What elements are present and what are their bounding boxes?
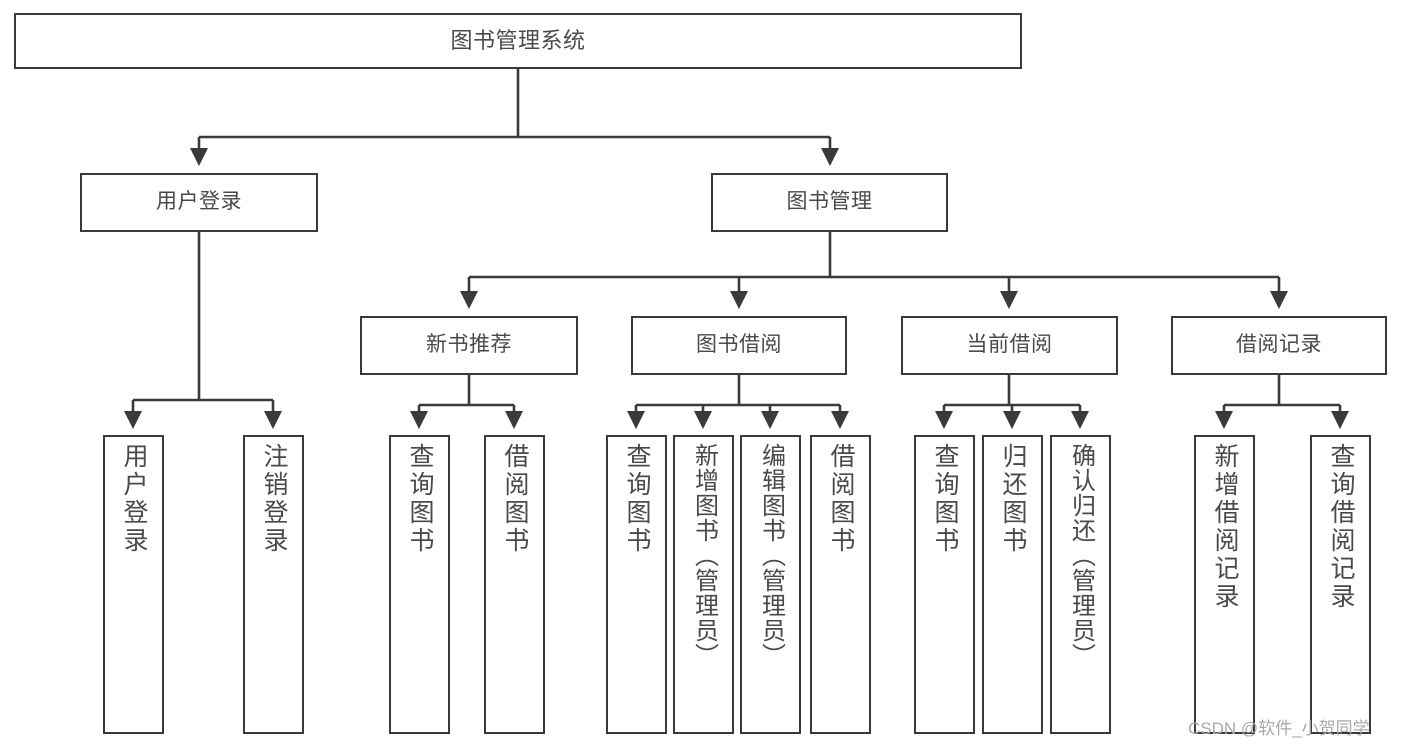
node-current-borrow[interactable]: 当前借阅 [901, 316, 1118, 375]
node-leaf-edit-book-label: 编辑图书（管理员） [757, 443, 785, 668]
node-book-manage-label: 图书管理 [786, 190, 873, 214]
node-leaf-query-book-rec[interactable]: 查询图书 [389, 435, 450, 734]
node-leaf-user-logout[interactable]: 注销登录 [243, 435, 304, 734]
node-user-login[interactable]: 用户登录 [80, 173, 318, 232]
node-leaf-query-book-rec-label: 查询图书 [406, 443, 434, 555]
node-new-book-rec[interactable]: 新书推荐 [360, 316, 578, 375]
node-leaf-edit-book[interactable]: 编辑图书（管理员） [740, 435, 801, 734]
node-leaf-query-record[interactable]: 查询借阅记录 [1310, 435, 1371, 734]
node-leaf-query-book-cur-label: 查询图书 [931, 443, 959, 555]
node-current-borrow-label: 当前借阅 [966, 333, 1053, 357]
node-leaf-query-book-label: 查询图书 [623, 443, 651, 555]
node-leaf-user-login[interactable]: 用户登录 [103, 435, 164, 734]
node-leaf-add-record[interactable]: 新增借阅记录 [1194, 435, 1255, 734]
node-book-borrow[interactable]: 图书借阅 [631, 316, 847, 375]
node-leaf-borrow-book-rec[interactable]: 借阅图书 [484, 435, 545, 734]
node-leaf-query-book-cur[interactable]: 查询图书 [914, 435, 975, 734]
node-borrow-record-label: 借阅记录 [1236, 333, 1322, 357]
node-leaf-add-record-label: 新增借阅记录 [1211, 443, 1239, 611]
node-root[interactable]: 图书管理系统 [14, 13, 1022, 69]
node-leaf-borrow-book-label: 借阅图书 [827, 443, 855, 555]
node-leaf-user-login-label: 用户登录 [120, 443, 148, 555]
node-leaf-return-book-label: 归还图书 [999, 443, 1027, 555]
node-book-borrow-label: 图书借阅 [696, 333, 782, 357]
watermark: CSDN @软件_小贺同学 [1188, 719, 1370, 738]
node-leaf-borrow-book-rec-label: 借阅图书 [501, 443, 529, 555]
node-leaf-confirm-return[interactable]: 确认归还（管理员） [1050, 435, 1111, 734]
node-book-manage[interactable]: 图书管理 [711, 173, 948, 232]
node-leaf-user-logout-label: 注销登录 [260, 443, 288, 555]
node-borrow-record[interactable]: 借阅记录 [1171, 316, 1387, 375]
node-leaf-query-record-label: 查询借阅记录 [1327, 443, 1355, 611]
node-new-book-rec-label: 新书推荐 [426, 333, 512, 357]
node-leaf-return-book[interactable]: 归还图书 [982, 435, 1043, 734]
node-user-login-label: 用户登录 [156, 190, 242, 214]
node-leaf-add-book[interactable]: 新增图书（管理员） [673, 435, 734, 734]
node-root-label: 图书管理系统 [450, 28, 586, 54]
node-leaf-borrow-book[interactable]: 借阅图书 [810, 435, 871, 734]
node-leaf-query-book[interactable]: 查询图书 [606, 435, 667, 734]
node-leaf-add-book-label: 新增图书（管理员） [690, 443, 718, 668]
node-leaf-confirm-return-label: 确认归还（管理员） [1067, 443, 1095, 668]
